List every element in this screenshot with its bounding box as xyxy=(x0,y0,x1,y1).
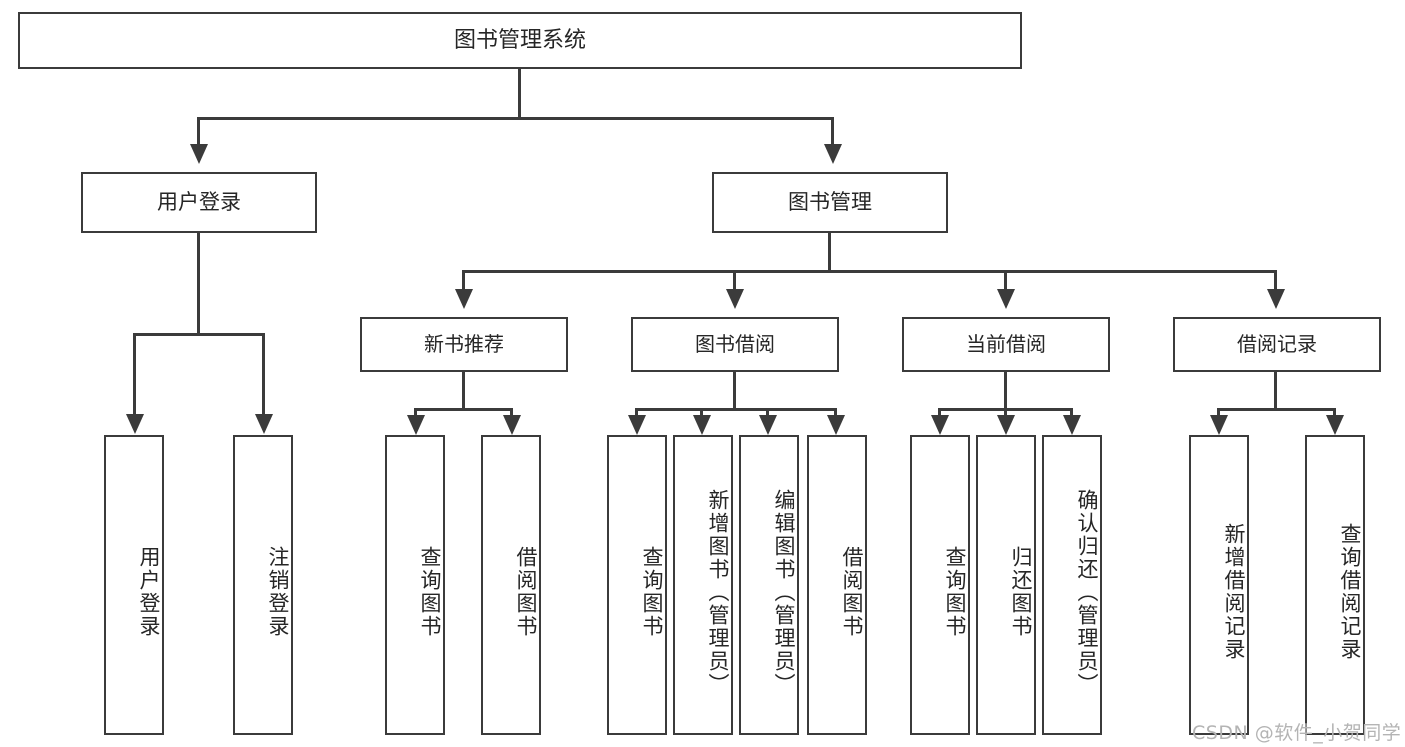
node-label: 借阅图书 xyxy=(840,546,864,638)
connector-book-manage-drop-3 xyxy=(1004,270,1007,290)
arrowhead-book-borrow-2 xyxy=(693,415,711,435)
connector-book-manage-drop-2 xyxy=(733,270,736,290)
csdn-watermark: CSDN @软件_小贺同学 xyxy=(1192,722,1402,744)
connector-user-login-drop-1 xyxy=(133,333,136,415)
node-label: 注销登录 xyxy=(266,546,290,638)
connector-book-borrow-drop-1 xyxy=(635,408,638,416)
arrowhead-book-manage-4 xyxy=(1267,289,1285,309)
arrowhead-user-login-1 xyxy=(126,414,144,434)
connector-current-borrow-drop-3 xyxy=(1070,408,1073,416)
node-label: 借阅记录 xyxy=(1237,332,1317,356)
node-current-borrow[interactable]: 当前借阅 xyxy=(902,317,1110,372)
arrowhead-current-borrow-1 xyxy=(931,415,949,435)
connector-book-manage-drop-4 xyxy=(1274,270,1277,290)
node-label: 新增借阅记录 xyxy=(1222,523,1246,661)
arrowhead-book-manage-3 xyxy=(997,289,1015,309)
arrowhead-book-manage-1 xyxy=(455,289,473,309)
connector-borrow-record-drop-2 xyxy=(1333,408,1336,416)
arrowhead-book-borrow-1 xyxy=(628,415,646,435)
node-label: 用户登录 xyxy=(157,190,241,215)
node-book-manage[interactable]: 图书管理 xyxy=(712,172,948,233)
leaf-user-login-logout[interactable]: 注销登录 xyxy=(233,435,293,735)
connector-book-manage-drop-1 xyxy=(462,270,465,290)
connector-user-login-drop-2 xyxy=(262,333,265,415)
node-book-borrow[interactable]: 图书借阅 xyxy=(631,317,839,372)
connector-book-manage-bus xyxy=(462,270,1277,273)
node-label: 新书推荐 xyxy=(424,332,504,356)
connector-borrow-record-stem xyxy=(1274,372,1277,410)
connector-current-borrow-stem xyxy=(1004,372,1007,410)
connector-book-borrow-drop-2 xyxy=(700,408,703,416)
leaf-borrow-record-query[interactable]: 查询借阅记录 xyxy=(1305,435,1365,735)
node-label: 查询图书 xyxy=(418,546,442,638)
connector-book-borrow-drop-4 xyxy=(834,408,837,416)
arrowhead-book-manage-2 xyxy=(726,289,744,309)
leaf-new-book-query[interactable]: 查询图书 xyxy=(385,435,445,735)
leaf-current-borrow-return[interactable]: 归还图书 xyxy=(976,435,1036,735)
connector-book-borrow-bus xyxy=(635,408,837,411)
arrowhead-current-borrow-3 xyxy=(1063,415,1081,435)
arrowhead-new-book-2 xyxy=(503,415,521,435)
leaf-book-borrow-add[interactable]: 新增图书（管理员） xyxy=(673,435,733,735)
node-borrow-record[interactable]: 借阅记录 xyxy=(1173,317,1381,372)
node-user-login[interactable]: 用户登录 xyxy=(81,172,317,233)
arrowhead-new-book-1 xyxy=(407,415,425,435)
leaf-current-borrow-confirm-return[interactable]: 确认归还（管理员） xyxy=(1042,435,1102,735)
connector-new-book-bus xyxy=(414,408,513,411)
leaf-new-book-borrow[interactable]: 借阅图书 xyxy=(481,435,541,735)
node-label: 新增图书（管理员） xyxy=(706,488,730,696)
node-new-book-recommend[interactable]: 新书推荐 xyxy=(360,317,568,372)
arrowhead-book-borrow-4 xyxy=(827,415,845,435)
connector-root-drop-right xyxy=(831,117,834,145)
node-label: 归还图书 xyxy=(1009,546,1033,638)
connector-root-drop-left xyxy=(197,117,200,145)
connector-new-book-stem xyxy=(462,372,465,410)
arrowhead-root-to-user-login xyxy=(190,144,208,164)
arrowhead-user-login-2 xyxy=(255,414,273,434)
connector-new-book-drop-2 xyxy=(510,408,513,416)
leaf-borrow-record-add[interactable]: 新增借阅记录 xyxy=(1189,435,1249,735)
node-label: 查询图书 xyxy=(640,546,664,638)
leaf-book-borrow-query[interactable]: 查询图书 xyxy=(607,435,667,735)
connector-user-login-stem xyxy=(197,233,200,335)
node-label: 图书借阅 xyxy=(695,332,775,356)
arrowhead-borrow-record-1 xyxy=(1210,415,1228,435)
connector-root-bus xyxy=(197,117,834,120)
leaf-user-login-login[interactable]: 用户登录 xyxy=(104,435,164,735)
node-label: 图书管理系统 xyxy=(453,27,586,53)
connector-book-borrow-stem xyxy=(733,372,736,410)
node-label: 图书管理 xyxy=(788,190,872,215)
connector-book-borrow-drop-3 xyxy=(766,408,769,416)
connector-borrow-record-drop-1 xyxy=(1217,408,1220,416)
arrowhead-root-to-book-manage xyxy=(824,144,842,164)
node-label: 查询图书 xyxy=(943,546,967,638)
node-label: 用户登录 xyxy=(137,546,161,638)
connector-current-borrow-drop-2 xyxy=(1004,408,1007,416)
connector-book-manage-stem xyxy=(828,233,831,272)
arrowhead-current-borrow-2 xyxy=(997,415,1015,435)
node-label: 确认归还（管理员） xyxy=(1075,488,1099,696)
node-root-system[interactable]: 图书管理系统 xyxy=(18,12,1022,69)
leaf-book-borrow-borrow[interactable]: 借阅图书 xyxy=(807,435,867,735)
leaf-current-borrow-query[interactable]: 查询图书 xyxy=(910,435,970,735)
connector-root-stem xyxy=(518,69,521,119)
connector-user-login-bus xyxy=(133,333,264,336)
connector-borrow-record-bus xyxy=(1217,408,1336,411)
node-label: 借阅图书 xyxy=(514,546,538,638)
connector-new-book-drop-1 xyxy=(414,408,417,416)
connector-current-borrow-drop-1 xyxy=(938,408,941,416)
node-label: 编辑图书（管理员） xyxy=(772,488,796,696)
arrowhead-borrow-record-2 xyxy=(1326,415,1344,435)
node-label: 当前借阅 xyxy=(966,332,1046,356)
arrowhead-book-borrow-3 xyxy=(759,415,777,435)
leaf-book-borrow-edit[interactable]: 编辑图书（管理员） xyxy=(739,435,799,735)
node-label: 查询借阅记录 xyxy=(1338,523,1362,661)
